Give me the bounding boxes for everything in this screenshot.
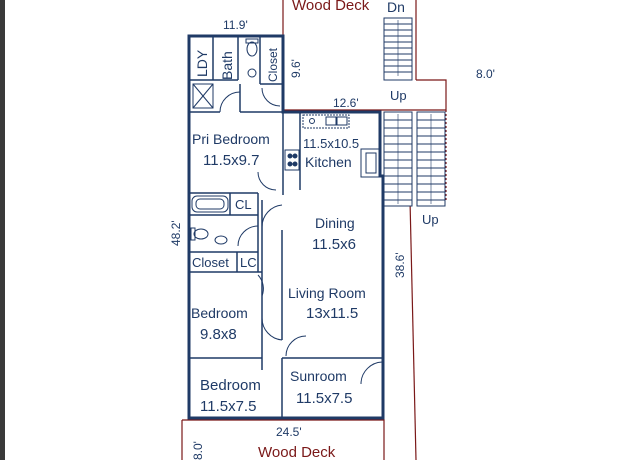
fixtures — [190, 38, 380, 245]
room-bedroom-three-size: 11.5x7.5 — [200, 398, 256, 415]
room-kitchen-name: Kitchen — [305, 154, 352, 170]
stair-top — [383, 17, 413, 81]
interior-walls — [189, 36, 383, 418]
stair-up-side-label: Up — [422, 212, 439, 227]
dim-bottom-width: 24.5' — [276, 425, 302, 439]
room-sunroom-name: Sunroom — [290, 368, 347, 384]
room-closet-small-label: CL — [235, 197, 252, 212]
top-deck-label: Wood Deck — [292, 0, 370, 14]
dim-top-width: 11.9' — [223, 18, 248, 32]
dim-left-height: 48.2' — [169, 220, 183, 246]
room-bedroom-two-name: Bedroom — [191, 305, 248, 321]
room-primary-bedroom-name: Pri Bedroom — [192, 131, 270, 147]
dim-bath-height: 9.6' — [289, 59, 303, 78]
room-primary-bedroom-size: 11.5x9.7 — [203, 152, 259, 169]
dim-right-height: 38.6' — [393, 252, 407, 278]
room-sunroom-size: 11.5x7.5 — [296, 390, 352, 407]
dim-bottom-left: 8.0' — [191, 441, 205, 460]
room-bath-label: Bath — [219, 51, 235, 80]
room-kitchen-size: 11.5x10.5 — [303, 136, 359, 151]
room-closet-mid-label: Closet — [192, 255, 229, 270]
room-living-room-size: 13x11.5 — [306, 305, 358, 322]
room-bedroom-three-name: Bedroom — [200, 377, 261, 394]
stair-middle — [383, 111, 413, 207]
walls — [187, 34, 385, 420]
bottom-deck-label: Wood Deck — [258, 444, 336, 460]
room-laundry-label: LDY — [194, 49, 210, 77]
stair-up-landing-label: Up — [390, 88, 407, 103]
dim-kitchen-width: 12.6' — [333, 96, 359, 110]
door-swings — [219, 87, 384, 385]
dim-deck-width: 8.0' — [476, 67, 495, 81]
room-linen-closet-label: LC — [240, 255, 257, 270]
room-living-room-name: Living Room — [288, 285, 366, 301]
room-dining-size: 11.5x6 — [312, 236, 356, 253]
room-bedroom-two-size: 9.8x8 — [200, 326, 237, 343]
room-dining-name: Dining — [315, 215, 355, 231]
stair-down-label: Dn — [387, 0, 405, 15]
room-closet-top-label: Closet — [266, 47, 280, 82]
stair-right — [416, 111, 446, 207]
left-edge-strip — [0, 0, 5, 460]
